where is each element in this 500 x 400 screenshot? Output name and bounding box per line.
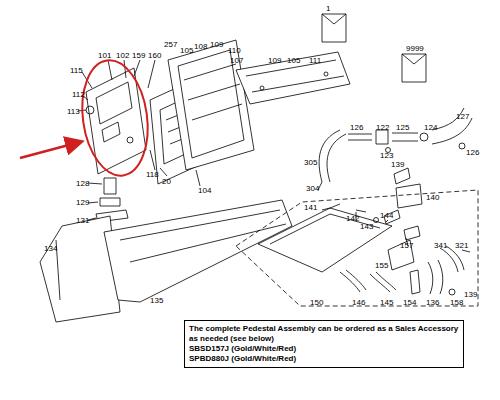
callout-number: 9999 <box>406 44 424 53</box>
callout-number: 136 <box>426 298 439 307</box>
note-text: The complete Pedestal Assembly can be or… <box>189 324 459 344</box>
callout-number: 110 <box>228 46 241 55</box>
callout-number: 109 <box>268 56 281 65</box>
callout-number: 144 <box>380 211 393 220</box>
callout-number: 146 <box>352 298 365 307</box>
callout-number: 134 <box>44 244 57 253</box>
callout-number: 105 <box>287 56 300 65</box>
callout-number: 127 <box>456 112 469 121</box>
callout-number: 150 <box>310 298 323 307</box>
note-text: SPBD880J (Gold/White/Red) <box>189 354 459 364</box>
callout-number: 105 <box>180 46 193 55</box>
callout-number: 111 <box>309 56 321 65</box>
callout-number: 129 <box>76 198 89 207</box>
callout-number: 126 <box>350 123 363 132</box>
callout-number: 128 <box>76 179 89 188</box>
callout-number: 113 <box>67 107 80 116</box>
note-text: SBSD157J (Gold/White/Red) <box>189 344 459 354</box>
note-box: The complete Pedestal Assembly can be or… <box>184 320 464 368</box>
callout-number: 135 <box>150 296 163 305</box>
callout-number: 104 <box>198 186 211 195</box>
callout-number: 107 <box>230 56 243 65</box>
callout-number: 122 <box>376 123 389 132</box>
callout-number: 157 <box>400 241 413 250</box>
callout-number: 160 <box>148 51 161 60</box>
callout-number: 341 <box>434 241 447 250</box>
callout-number: 158 <box>450 298 463 307</box>
callout-number: 141 <box>304 203 317 212</box>
callout-number: 108 <box>194 42 207 51</box>
callout-number: 126 <box>466 148 479 157</box>
callout-number: 123 <box>380 151 393 160</box>
callout-number: 102 <box>116 51 129 60</box>
callout-number: 257 <box>164 40 177 49</box>
callout-number: 20 <box>162 177 171 186</box>
callout-number: 304 <box>306 184 319 193</box>
callout-number: 154 <box>403 298 416 307</box>
callout-number: 321 <box>455 241 468 250</box>
callout-number: 140 <box>426 193 439 202</box>
callout-number: 159 <box>132 51 145 60</box>
callout-number: 139 <box>464 290 477 299</box>
callout-number: 125 <box>396 123 409 132</box>
callout-number: 145 <box>380 298 393 307</box>
callout-number: 124 <box>424 123 437 132</box>
callout-number: 118 <box>146 170 159 179</box>
callout-number: 139 <box>391 160 404 169</box>
callout-number: 112 <box>72 90 85 99</box>
callout-number: 305 <box>304 158 317 167</box>
callout-number: 109 <box>210 40 223 49</box>
callout-number: 115 <box>70 66 83 75</box>
callout-number: 101 <box>98 51 111 60</box>
callout-number: 1 <box>326 4 330 13</box>
callout-number: 131 <box>76 216 89 225</box>
callout-number: 143 <box>360 222 373 231</box>
callout-number: 142 <box>346 214 359 223</box>
callout-number: 155 <box>375 261 388 270</box>
